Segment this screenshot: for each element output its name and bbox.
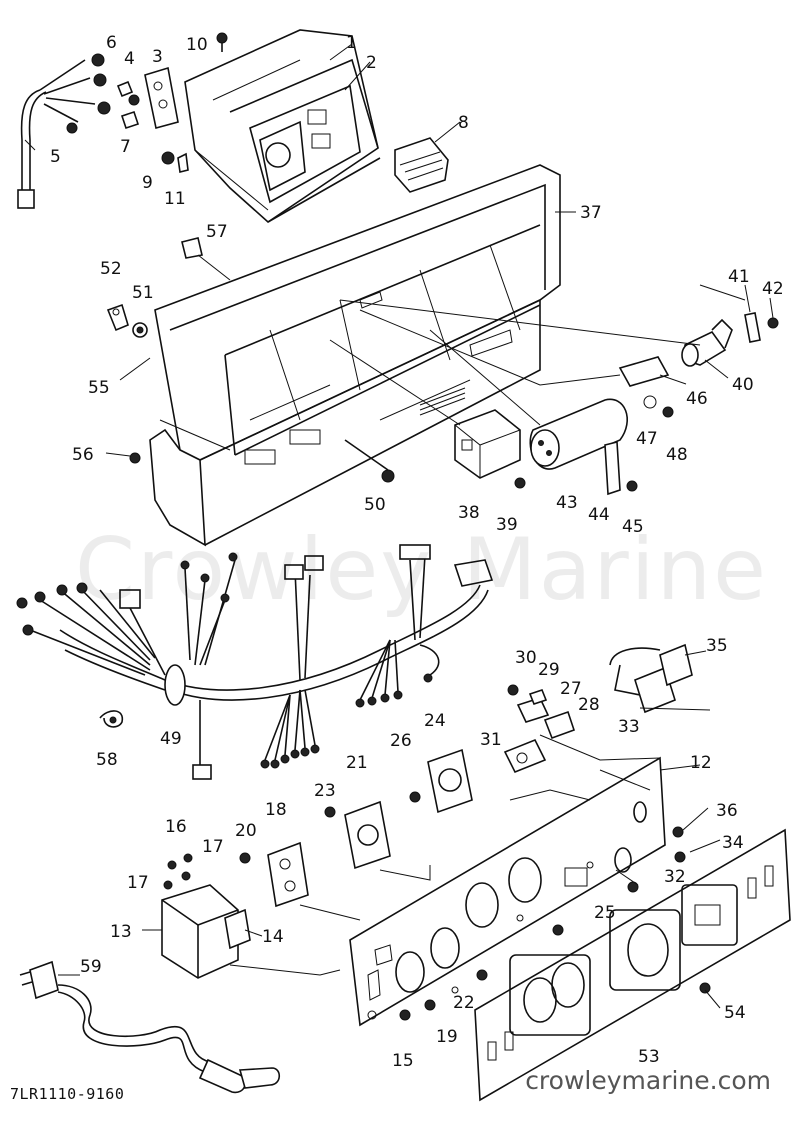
drawing-code: 7LR1110-9160: [10, 1085, 125, 1103]
callout-label: 54: [724, 1003, 746, 1023]
callout-label: 43: [556, 493, 578, 513]
callout-label: 46: [686, 389, 708, 409]
callout-label: 3: [152, 47, 163, 67]
callout-label: 37: [580, 203, 602, 223]
callout-label: 58: [96, 750, 118, 770]
callout-label: 41: [728, 267, 750, 287]
front-panel-53: [474, 828, 791, 1102]
callout-labels: 1 2 3 4 5 6 7 8 9 10 11 12 13 14 15 16 1…: [50, 33, 784, 1071]
callout-label: 34: [722, 833, 744, 853]
front-panel-12: [349, 756, 666, 1027]
callout-label: 16: [165, 817, 187, 837]
callout-label: 20: [235, 821, 257, 841]
callout-label: 53: [638, 1047, 660, 1067]
callout-label: 22: [453, 993, 475, 1013]
callout-label: 15: [392, 1051, 414, 1071]
callout-label: 28: [578, 695, 600, 715]
callout-label: 39: [496, 515, 518, 535]
callout-label: 11: [164, 189, 186, 209]
callout-label: 32: [664, 867, 686, 887]
callout-label: 18: [265, 800, 287, 820]
callout-label: 17: [202, 837, 224, 857]
callout-label: 9: [142, 173, 153, 193]
callout-label: 24: [424, 711, 446, 731]
callout-label: 31: [480, 730, 502, 750]
part-58-clip: [99, 710, 124, 728]
website-label: crowleymarine.com: [525, 1066, 771, 1095]
callout-label: 2: [366, 53, 377, 73]
callout-label: 21: [346, 753, 368, 773]
callout-label: 44: [588, 505, 610, 525]
callout-label: 40: [732, 375, 754, 395]
wiring-harness-49: [16, 544, 494, 780]
callout-label: 25: [594, 903, 616, 923]
callout-label: 17: [127, 873, 149, 893]
callout-label: 13: [110, 922, 132, 942]
callout-label: 8: [458, 113, 469, 133]
left-fasteners: [106, 237, 395, 483]
leader-lines: [24, 43, 774, 1009]
callout-label: 56: [72, 445, 94, 465]
callout-label: 29: [538, 660, 560, 680]
callout-label: 36: [716, 801, 738, 821]
main-frame-37: [149, 164, 561, 547]
callout-label: 42: [762, 279, 784, 299]
callout-label: 14: [262, 927, 284, 947]
callout-label: 4: [124, 49, 135, 69]
receptacles: [239, 748, 473, 908]
callout-label: 7: [120, 137, 131, 157]
callout-label: 26: [390, 731, 412, 751]
callout-label: 49: [160, 729, 182, 749]
part-8-cover: [394, 137, 449, 193]
callout-label: 23: [314, 781, 336, 801]
callout-label: 19: [436, 1027, 458, 1047]
callout-label: 59: [80, 957, 102, 977]
callout-label: 38: [458, 503, 480, 523]
callout-label: 6: [106, 33, 117, 53]
callout-label: 27: [560, 679, 582, 699]
part-13-14-component: [161, 853, 251, 979]
callout-label: 12: [690, 753, 712, 773]
callout-label: 1: [346, 33, 357, 53]
callout-label: 55: [88, 378, 110, 398]
callout-label: 50: [364, 495, 386, 515]
callout-label: 51: [132, 283, 154, 303]
callout-label: 52: [100, 259, 122, 279]
right-switches: [229, 643, 711, 1021]
callout-label: 48: [666, 445, 688, 465]
callout-label: 30: [515, 648, 537, 668]
callout-label: 47: [636, 429, 658, 449]
callout-label: 35: [706, 636, 728, 656]
callout-label: 5: [50, 147, 61, 167]
callout-label: 33: [618, 717, 640, 737]
control-box-cover: [184, 29, 381, 224]
callout-label: 45: [622, 517, 644, 537]
top-left-wires: [17, 32, 228, 209]
right-parts: [329, 284, 779, 496]
callout-label: 57: [206, 222, 228, 242]
power-cord-59: [19, 960, 281, 1094]
callout-label: 10: [186, 35, 208, 55]
